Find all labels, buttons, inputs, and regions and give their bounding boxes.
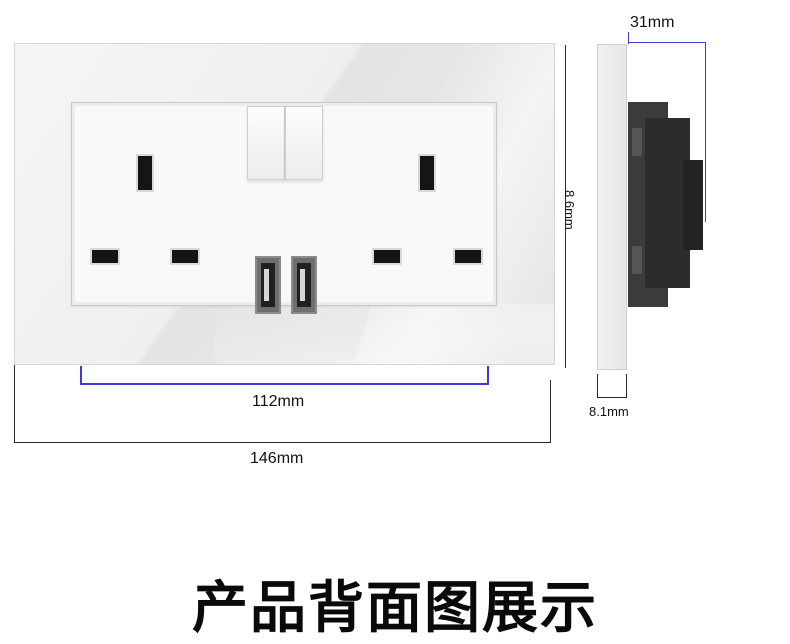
depth-line [628,42,706,43]
plate-width-label: 146mm [250,450,304,467]
depth-tick-right [705,42,706,222]
side-view-plate [597,44,627,370]
module-width-tick-left [80,366,82,385]
usb-port-left [255,256,281,314]
depth-tick-left [628,32,629,44]
usb-port-right-opening [297,263,311,307]
height-dimension-line [565,45,566,368]
live-pin-slot-left-b [170,248,200,265]
side-view-clip-bottom [632,246,642,274]
earth-pin-slot-left [136,154,154,192]
side-view-clip-top [632,128,642,156]
height-label: 8 6mm [562,190,577,230]
earth-pin-slot-right [418,154,436,192]
thickness-label: 8.1mm [589,404,629,419]
plate-width-tick-right [550,380,551,443]
live-pin-slot-right-b [453,248,483,265]
plate-width-line [14,442,551,443]
module-width-line [80,383,489,385]
module-width-tick-right [487,366,489,385]
usb-port-left-tongue [264,269,269,301]
usb-port-right [291,256,317,314]
socket-front-plate [14,43,555,365]
depth-label: 31mm [630,14,675,31]
thickness-line [597,397,627,398]
live-pin-slot-left-a [90,248,120,265]
glass-reflection-lower [215,304,554,364]
switch-right[interactable] [285,106,323,180]
usb-port-right-tongue [300,269,305,301]
thickness-tick-right [626,374,627,398]
side-view-terminal-tab [683,160,703,250]
usb-port-left-opening [261,263,275,307]
live-pin-slot-right-a [372,248,402,265]
plate-width-tick-left [14,365,15,443]
module-width-label: 112mm [252,393,305,410]
switch-left[interactable] [247,106,285,180]
side-view-terminal-block [645,118,690,288]
caption-title: 产品背面图展示 [192,576,598,641]
thickness-tick-left [597,374,598,398]
